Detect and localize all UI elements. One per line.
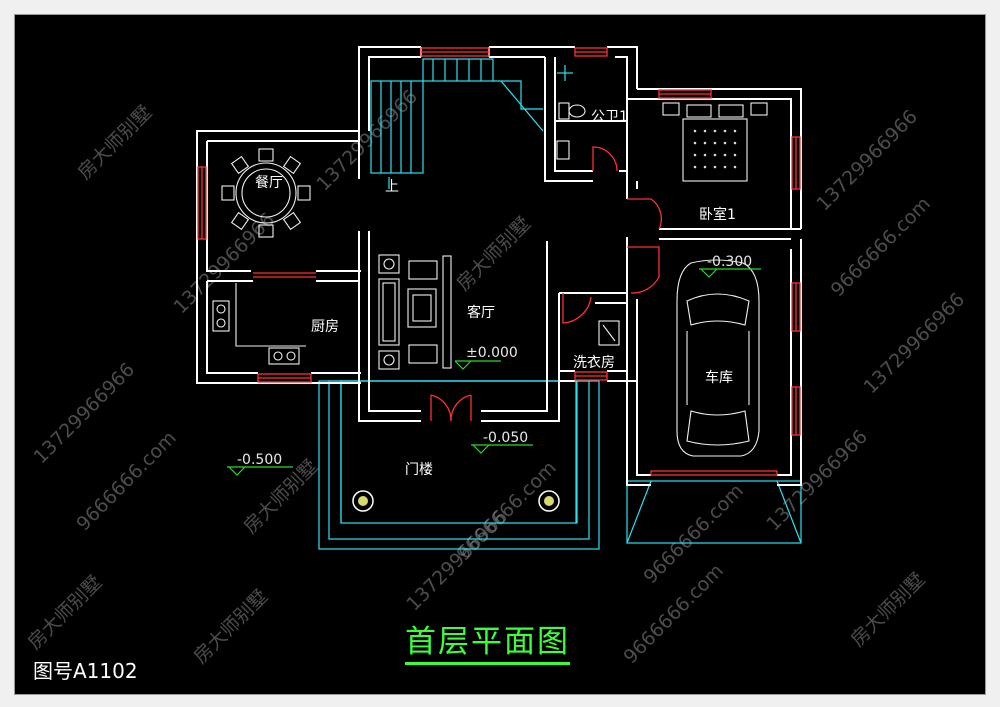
watermark-phone: 13729966966: [402, 506, 512, 616]
watermark-site: 9666666.com: [827, 193, 935, 301]
bed-icon: [662, 102, 768, 182]
watermark-brand: 房大师别墅: [24, 571, 107, 654]
porch-outline: [318, 380, 802, 550]
room-label-laundry: 洗衣房: [573, 355, 615, 371]
watermark-site: 9666666.com: [619, 560, 727, 668]
kitchen-counter-icon: [212, 283, 306, 365]
room-label-toilet: 公卫1: [591, 109, 628, 125]
watermark-site: 9666666.com: [639, 480, 747, 588]
dining-table-icon: [221, 148, 311, 238]
watermark-phone: 13729966966: [812, 106, 922, 216]
room-label-bedroom: 卧室1: [699, 206, 736, 223]
watermark-layer: 房大师别墅 13729966966 13729966966 房大师别墅 1372…: [24, 86, 969, 669]
level-markers: [227, 268, 761, 476]
porch-lantern-icon: [352, 490, 560, 512]
room-label-kitchen: 厨房: [311, 319, 339, 335]
watermark-brand: 房大师别墅: [189, 585, 272, 668]
room-label-garage: 车库: [705, 369, 733, 386]
staircase: 上: [370, 58, 544, 195]
sofa-set-icon: [378, 254, 452, 370]
level-yard: -0.500: [237, 452, 282, 468]
stair-up-label: 上: [385, 179, 399, 195]
room-label-porch: 门楼: [405, 462, 433, 478]
room-label-dining: 餐厅: [255, 175, 283, 191]
watermark-brand: 房大师别墅: [74, 101, 157, 184]
watermark-phone: 13729966966: [859, 289, 969, 399]
cad-drawing-frame: 房大师别墅 13729966966 13729966966 房大师别墅 1372…: [14, 14, 986, 695]
floor-plan: 房大师别墅 13729966966 13729966966 房大师别墅 1372…: [24, 46, 969, 669]
drawing-title: 首层平面图: [405, 616, 570, 665]
watermark-brand: 房大师别墅: [847, 568, 930, 651]
toilet-fixture-icon: [556, 65, 586, 160]
windows: [197, 47, 801, 476]
watermark-brand: 房大师别墅: [452, 213, 535, 296]
drawing-number: 图号A1102: [33, 659, 138, 683]
car-icon: [676, 259, 760, 457]
level-garage: -0.300: [707, 254, 752, 270]
walls: [196, 46, 802, 486]
watermark-site: 9666666.com: [72, 427, 180, 535]
room-label-living: 客厅: [467, 304, 495, 321]
watermark-phone: 13729966966: [29, 359, 139, 469]
level-living: ±0.000: [466, 345, 518, 361]
level-entrance: -0.050: [483, 430, 528, 446]
washer-icon: [598, 320, 620, 346]
